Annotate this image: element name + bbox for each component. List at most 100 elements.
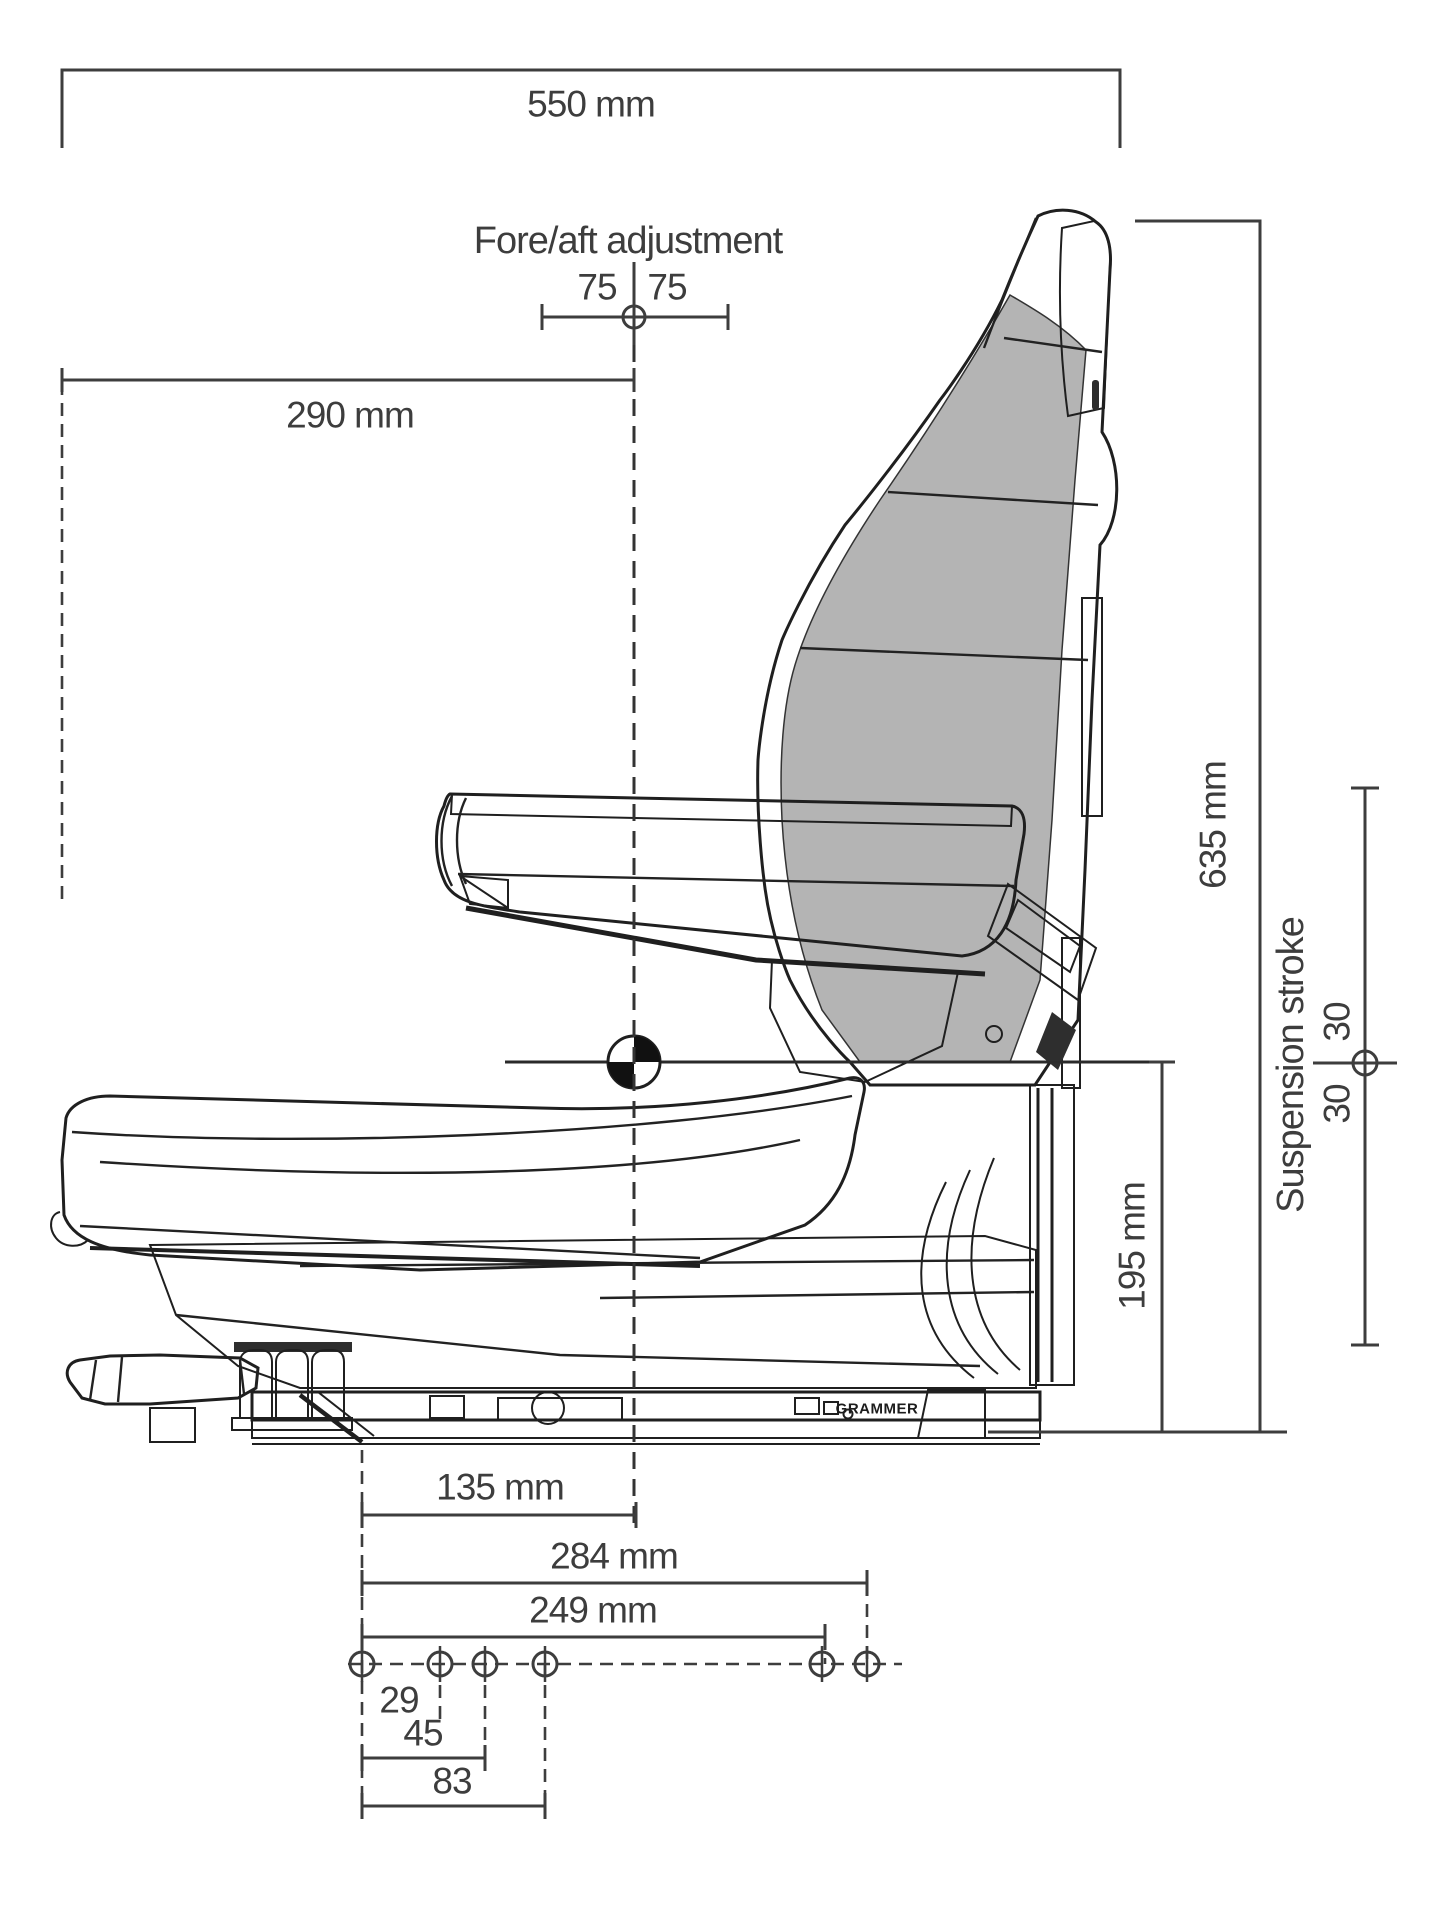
mounting-hole <box>348 1646 376 1682</box>
dim-bracket <box>60 68 1122 148</box>
cushion-front-nub <box>50 1211 89 1247</box>
dim-label-45: 45 <box>403 1713 443 1754</box>
armrest-bracket <box>986 882 1098 1002</box>
backrest <box>756 208 1119 1087</box>
dim-label: 284 mm <box>550 1536 678 1577</box>
armrest-underside-shadow <box>465 905 986 977</box>
dim-fore-aft-adjustment: Fore/aft adjustment 75 75 <box>474 220 785 345</box>
armrest-bracket-inner <box>1004 898 1082 974</box>
rail-detail-carriage <box>497 1397 623 1421</box>
lever-rib <box>238 1359 246 1395</box>
dim-hole-offsets: 29 45 83 <box>360 1680 547 1819</box>
mounting-hole <box>471 1646 499 1682</box>
bracket-lower-band <box>1036 1012 1076 1070</box>
dim-label: 635 mm <box>1193 761 1234 889</box>
dim-tick <box>1351 786 1379 1347</box>
bellows-pleat <box>239 1349 273 1419</box>
armrest-front-box <box>458 874 509 910</box>
dim-overall-height: 635 mm <box>1135 219 1262 1432</box>
dim-label-right: 75 <box>647 267 687 308</box>
rear-foot <box>916 1389 986 1439</box>
bellows-top-band <box>234 1342 352 1352</box>
brand-logo: GRAMMER <box>836 1401 919 1418</box>
lever-rib <box>116 1356 124 1403</box>
bellows-base <box>231 1417 353 1431</box>
dim-label: 195 mm <box>1112 1182 1153 1310</box>
lever-rib <box>88 1359 98 1401</box>
headrest-seam <box>1003 336 1103 354</box>
dim-title: Fore/aft adjustment <box>474 220 784 262</box>
pivot-bolt <box>985 1025 1003 1043</box>
coil-spring-arc <box>920 1181 975 1379</box>
rail-bolt <box>842 1408 854 1420</box>
bellows-pleat <box>311 1349 345 1419</box>
rail-detail-tab <box>429 1395 465 1419</box>
dim-crosshair <box>1351 1049 1379 1077</box>
dim-label-down: 30 <box>1317 1084 1358 1124</box>
pan-seam <box>599 1290 1035 1300</box>
cushion-top-seam <box>71 1094 853 1141</box>
backrest-seam <box>799 646 1089 662</box>
dim-bracket <box>1135 219 1262 1432</box>
mounting-hole <box>853 1646 881 1682</box>
pan-body <box>148 1234 1037 1389</box>
backrest-seam <box>887 490 1099 507</box>
backrest-side-panel <box>780 293 1087 1063</box>
dim-label: 290 mm <box>286 395 414 436</box>
cushion-bottom-seam <box>79 1224 701 1260</box>
mounting-holes <box>348 1646 881 1682</box>
dim-overall-width: 550 mm <box>60 68 1122 148</box>
coil-spring-arc <box>945 1169 999 1375</box>
bellows-pleat <box>275 1349 309 1419</box>
cushion-body <box>60 1076 866 1272</box>
dim-label-83: 83 <box>432 1761 471 1802</box>
slide-rails: GRAMMER <box>250 1389 1042 1445</box>
lever-handle <box>65 1353 260 1406</box>
dim-base-height: 195 mm <box>1112 1060 1175 1434</box>
dim-label: 550 mm <box>527 84 655 125</box>
dim-title: Suspension stroke <box>1270 917 1312 1213</box>
dim-tick <box>1149 1060 1175 1434</box>
armrest-front-arc <box>455 797 468 885</box>
sip-marker-quadrant <box>608 1062 634 1088</box>
pan-seam <box>175 1313 981 1368</box>
seat-cushion <box>50 1076 866 1272</box>
mounting-hole <box>531 1646 559 1682</box>
cushion-under-shadow <box>89 1246 701 1268</box>
backrest-outline <box>756 208 1119 1087</box>
rear-suspension <box>920 597 1103 1386</box>
dim-label-29: 29 <box>379 1680 418 1721</box>
armrest <box>435 792 1098 1070</box>
dim-label-up: 30 <box>1317 1002 1358 1042</box>
front-foot <box>149 1407 196 1443</box>
armrest-body <box>435 792 1026 958</box>
diagonal-strut <box>317 1391 375 1437</box>
sip-marker-quadrant <box>634 1036 660 1062</box>
dim-crosshair <box>621 304 647 330</box>
coil-spring-arc <box>970 1157 1021 1371</box>
shock-column <box>1029 1084 1075 1386</box>
rear-guide-strip <box>1061 937 1081 1089</box>
dim-label: 135 mm <box>436 1467 564 1508</box>
headrest-rear-pad <box>1059 219 1112 418</box>
mounting-hole <box>808 1646 836 1682</box>
bellows-boot <box>231 1342 353 1431</box>
headrest-slot <box>1092 380 1099 410</box>
armrest-top-band <box>449 792 1014 828</box>
mounting-hole <box>426 1646 454 1682</box>
rail-latch-small <box>823 1401 839 1415</box>
cushion-mid-seam <box>99 1138 801 1175</box>
adjustment-lever <box>65 1353 375 1444</box>
rail-roller <box>531 1391 565 1425</box>
dim-mount-span-inner: 249 mm <box>360 1590 827 1650</box>
rail-lower <box>251 1419 1041 1439</box>
dimension-annotations: 550 mm Fore/aft adjustment 75 75 290 mm … <box>60 68 1397 1819</box>
rear-guide-strip <box>1081 597 1103 817</box>
dim-front-to-center: 290 mm <box>60 368 636 903</box>
dim-label-left: 75 <box>577 267 617 308</box>
dim-tick <box>540 304 730 330</box>
dim-label: 249 mm <box>529 1590 657 1631</box>
dim-mount-span-overall: 284 mm <box>360 1536 869 1596</box>
